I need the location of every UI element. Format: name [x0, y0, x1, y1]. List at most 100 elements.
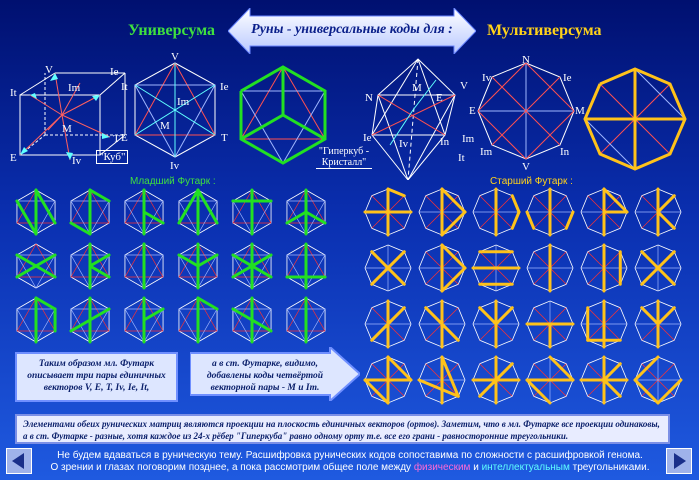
crystal-label-in: In: [440, 136, 450, 148]
elder-rune: [471, 355, 521, 405]
rune-stroke: [640, 250, 660, 270]
elder-rune: [471, 244, 521, 292]
rune-stroke: [88, 188, 111, 203]
rune-stroke: [510, 194, 521, 214]
young-rune: [231, 188, 273, 236]
elder-rune: [633, 355, 683, 405]
cube-label-ie: Ie: [110, 66, 119, 78]
universum-title: Универсума: [128, 22, 215, 39]
rune-stroke: [304, 210, 327, 225]
elder-rune: [363, 355, 413, 405]
elder-futhark-label: Старший Футарк :: [490, 176, 573, 187]
elder-futhark-grid: [363, 187, 683, 405]
rune-stroke: [417, 378, 460, 398]
crystal-label-ie: Ie: [363, 132, 372, 144]
rune-stroke: [656, 194, 676, 214]
rune-stroke: [424, 306, 460, 342]
young-rune: [124, 242, 164, 290]
rune-stroke: [602, 378, 622, 398]
young-rune: [16, 296, 57, 344]
elder-rune: [634, 299, 682, 349]
oct-label-m: M: [575, 105, 585, 117]
rune-stroke: [88, 307, 111, 322]
hex-label-v: V: [171, 51, 179, 63]
hex-label-m: M: [160, 120, 170, 132]
oct-label-n: N: [522, 54, 530, 66]
note-young-futhark: Таким образом мл. Футарк описывает три п…: [15, 352, 178, 402]
physical-word: физическим: [413, 462, 471, 473]
young-rune: [177, 242, 219, 290]
prev-arrow-icon[interactable]: [6, 448, 32, 474]
rune-stroke: [640, 266, 660, 286]
hex-label-im: Im: [177, 96, 190, 108]
rune-stroke: [250, 318, 273, 333]
rune-stroke: [440, 210, 467, 237]
young-rune: [285, 188, 327, 236]
rune-stroke: [525, 378, 552, 405]
crystal-label-e: E: [436, 92, 443, 104]
oct-label-im: Im: [480, 146, 493, 158]
elder-rune: [364, 244, 412, 292]
elder-rune: [580, 187, 629, 237]
young-rune: [231, 296, 273, 344]
young-futhark-grid: [15, 188, 327, 344]
rune-stroke: [196, 188, 219, 225]
rune-stroke: [15, 199, 38, 236]
elder-rune: [525, 300, 575, 349]
rune-stroke: [656, 266, 676, 286]
elder-rune: [579, 355, 629, 405]
cube-label-t: T: [113, 133, 120, 145]
next-arrow-icon[interactable]: [666, 448, 692, 474]
rune-stroke: [69, 221, 92, 236]
rune-stroke: [177, 188, 200, 225]
rune-stroke: [142, 307, 165, 322]
rune-stroke: [656, 378, 683, 405]
young-rune: [15, 243, 57, 289]
rune-stroke: [34, 296, 57, 311]
rune-stroke: [363, 378, 390, 405]
elder-rune: [472, 187, 521, 237]
rune-stroke: [88, 264, 111, 279]
rune-stroke: [440, 243, 467, 270]
crystal-label-n: N: [365, 92, 373, 104]
young-rune: [124, 296, 165, 344]
rune-stroke: [494, 306, 514, 326]
rune-stroke: [440, 187, 467, 214]
rune-stroke: [656, 250, 676, 270]
young-futhark-label: Младший Футарк :: [130, 176, 216, 187]
rune-stroke: [34, 188, 57, 225]
rune-stroke: [142, 210, 165, 225]
elder-rune: [580, 243, 628, 293]
rune-stroke: [548, 355, 575, 382]
rune-stroke: [478, 306, 498, 326]
crystal-label-it: It: [458, 152, 465, 164]
rune-stroke: [478, 362, 514, 398]
rune-stroke: [231, 253, 273, 279]
rune-stroke: [231, 307, 254, 322]
cube-label-v: V: [45, 64, 53, 76]
rune-stroke: [285, 210, 308, 225]
hex-label-it: It: [121, 81, 128, 93]
rune-stroke: [196, 296, 219, 311]
rune-stroke: [440, 355, 460, 398]
crystal-caption: "Гиперкуб - Кристалл": [316, 146, 372, 169]
cube-label-e: E: [10, 152, 17, 164]
crystal-diagram: [371, 58, 456, 180]
cube-label-iv: Iv: [72, 155, 82, 167]
elder-rune: [418, 299, 466, 349]
young-rune: [69, 296, 111, 344]
elder-rune: [364, 299, 412, 349]
rune-stroke: [440, 266, 467, 293]
cube-label-m: M: [62, 123, 72, 135]
rune-stroke: [525, 210, 536, 230]
cube-label-im: Im: [68, 82, 81, 94]
elder-rune: [363, 187, 413, 237]
note-elder-text: а в ст. Футарке, видимо, добавлены коды …: [206, 359, 324, 393]
oct-label-ie: Ie: [563, 72, 572, 84]
cube-label-it: It: [10, 87, 17, 99]
young-rune: [15, 188, 57, 236]
elder-rune: [525, 187, 575, 237]
multiversum-title: Мультиверсума: [487, 22, 602, 39]
rune-stroke: [510, 210, 521, 230]
rune-stroke: [370, 250, 406, 286]
